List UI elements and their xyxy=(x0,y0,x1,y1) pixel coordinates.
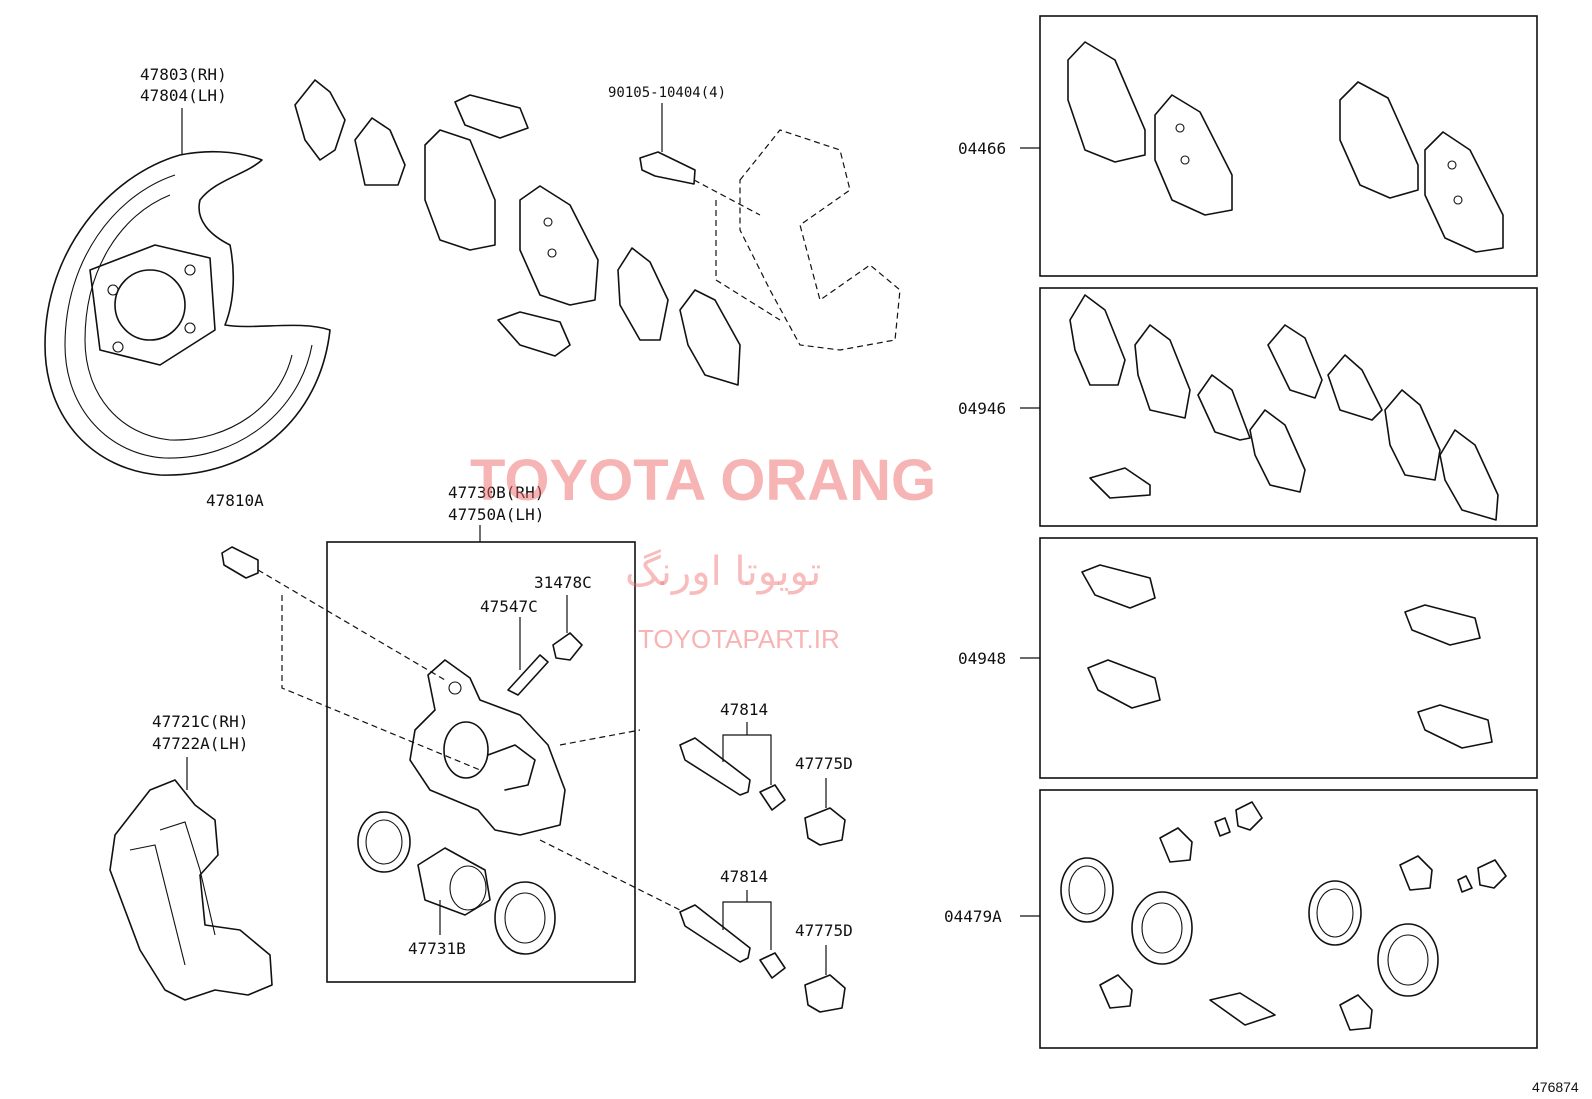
label-boot-upper: 47775D xyxy=(795,754,853,773)
label-kit-pads: 04466 xyxy=(958,139,1006,158)
boot-lower xyxy=(804,974,846,1013)
piston xyxy=(417,847,491,916)
reference-number: 476874 xyxy=(1532,1079,1579,1095)
label-kit-seals: 04479A xyxy=(944,907,1002,926)
label-pin-lower: 47814 xyxy=(720,867,768,886)
piston-seal xyxy=(357,811,411,873)
bracket-ghost xyxy=(715,129,901,351)
caliper-body xyxy=(409,659,566,836)
label-kit-shims: 04946 xyxy=(958,399,1006,418)
label-shield-rh: 47803(RH) xyxy=(140,65,227,84)
bleeder-screw xyxy=(507,654,549,696)
caliper-box xyxy=(326,541,636,983)
label-boot-lower: 47775D xyxy=(795,921,853,940)
mounting-bolt xyxy=(639,151,761,216)
kit-box-seals xyxy=(1039,789,1538,1049)
label-shield-lh: 47804(LH) xyxy=(140,86,227,105)
label-cap: 31478C xyxy=(534,573,592,592)
kit-seals-contents xyxy=(1060,801,1507,1031)
kit-shims-contents xyxy=(1069,294,1499,521)
piston-boot xyxy=(494,881,556,955)
kit-box-shims xyxy=(1039,287,1538,527)
dust-shield xyxy=(44,150,331,476)
kit-clips-contents xyxy=(1081,564,1493,749)
label-mount-lh: 47722A(LH) xyxy=(152,734,248,753)
boot-upper xyxy=(804,807,846,846)
label-caliper-lh: 47750A(LH) xyxy=(448,505,544,524)
mounting-bracket xyxy=(109,779,273,1001)
label-piston: 47731B xyxy=(408,939,466,958)
slide-pin-upper xyxy=(679,737,786,811)
kit-pads-contents xyxy=(1067,41,1504,253)
slide-pin-lower xyxy=(679,904,786,979)
watermark-brand: TOYOTA ORANG xyxy=(470,448,936,513)
label-kit-clips: 04948 xyxy=(958,649,1006,668)
top-shims-pads xyxy=(294,79,741,386)
watermark-brand-fa: تویوتا اورنگ xyxy=(625,549,821,595)
bleeder-plug xyxy=(221,546,259,579)
dash-lines-caliper xyxy=(257,569,681,911)
label-bolt: 90105-10404(4) xyxy=(608,85,726,101)
label-mount-rh: 47721C(RH) xyxy=(152,712,248,731)
label-bleeder-plug: 47810A xyxy=(206,491,264,510)
label-pin-upper: 47814 xyxy=(720,700,768,719)
watermark-site: TOYOTAPART.IR xyxy=(638,624,840,654)
kit-box-clips xyxy=(1039,537,1538,779)
kit-box-pads xyxy=(1039,15,1538,277)
label-bleeder: 47547C xyxy=(480,597,538,616)
label-caliper-rh: 47730B(RH) xyxy=(448,483,544,502)
bleeder-cap xyxy=(552,632,583,661)
